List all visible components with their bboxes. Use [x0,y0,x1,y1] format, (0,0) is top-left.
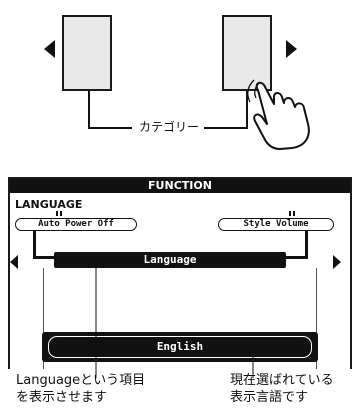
bracket-line-right-horizontal [204,127,248,129]
section-title: LANGUAGE [15,198,83,211]
caption-right-line2: 表示言語です [230,390,309,405]
current-value: English [48,336,312,358]
prev-function-item: Auto Power Off [15,218,137,231]
scroll-right-icon [333,255,341,269]
caption-left-line1: Languageという項目 [16,373,146,388]
current-function-bar: Language [54,252,286,268]
indicator-bar [289,211,291,216]
right-arrow-icon [286,40,297,58]
bracket-line-left [88,91,90,129]
connector-left [33,231,36,258]
connector-left-horizontal [33,256,55,259]
next-function-item: Style Volume [218,218,334,231]
left-arrow-icon [44,40,55,58]
caption-right: 現在選ばれている 表示言語です [230,372,334,406]
current-function-label: Language [139,253,201,266]
indicator-bar [60,211,62,216]
function-header: FUNCTION [10,179,350,193]
pressing-hand-icon [247,79,310,150]
category-right-button[interactable] [222,15,272,91]
indicator-bar [293,211,295,216]
category-label: カテゴリー [138,120,199,134]
bracket-line-left-horizontal [88,127,132,129]
connector-right [305,231,308,258]
category-left-button[interactable] [62,15,112,91]
indicator-bar [56,211,58,216]
bracket-line-right [246,91,248,129]
guide-line-right [316,268,317,369]
guide-line-left [43,268,44,369]
header-rule [10,193,350,194]
caption-left: Languageという項目 を表示させます [16,372,145,406]
caption-left-line2: を表示させます [16,390,108,405]
scroll-left-icon [10,255,18,269]
connector-right-horizontal [286,256,308,259]
caption-right-line1: 現在選ばれている [230,373,334,388]
